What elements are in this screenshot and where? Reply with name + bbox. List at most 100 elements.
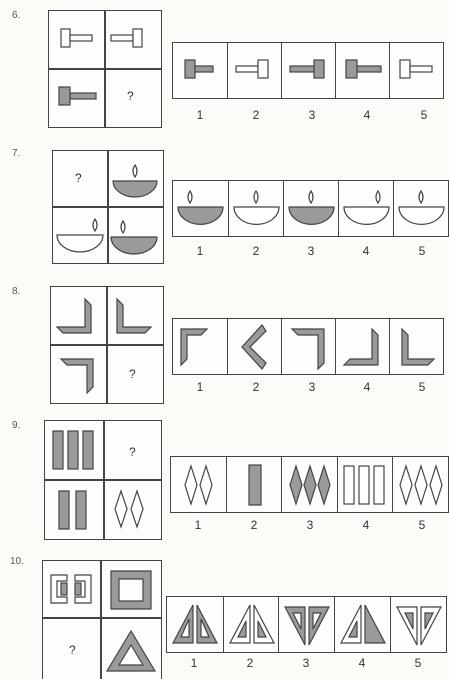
option-label: 2 (240, 656, 260, 670)
option-5[interactable] (389, 319, 444, 374)
question-number: 10. (10, 556, 24, 567)
diamonds-icon (282, 457, 338, 512)
frame-shapes (43, 561, 161, 679)
option-4[interactable] (334, 597, 391, 652)
hammer-icon (282, 43, 336, 98)
missing-cell-question-mark: ? (127, 89, 134, 103)
question-number: 6. (12, 10, 20, 21)
option-5[interactable] (392, 457, 449, 512)
option-label: 1 (188, 518, 208, 532)
option-5[interactable] (390, 597, 447, 652)
option-2[interactable] (227, 43, 282, 98)
lamp-icon (394, 181, 449, 236)
question-number: 7. (12, 148, 20, 159)
option-3[interactable] (283, 181, 339, 236)
option-3[interactable] (281, 319, 336, 374)
inverted-split-triangle-icon (279, 597, 335, 652)
corner-icon (390, 319, 444, 374)
option-label: 4 (357, 380, 377, 394)
lamp-icon (173, 181, 228, 236)
missing-cell-question-mark: ? (129, 367, 136, 381)
option-label: 3 (302, 108, 322, 122)
option-label: 3 (302, 380, 322, 394)
option-label: 4 (352, 656, 372, 670)
option-1[interactable] (173, 181, 228, 236)
option-label: 2 (246, 244, 266, 258)
question-number: 8. (12, 286, 20, 297)
option-1[interactable] (167, 597, 223, 652)
option-label: 2 (244, 518, 264, 532)
question-7-options (172, 180, 449, 237)
split-triangle-icon (224, 597, 279, 652)
question-6-grid: ? (48, 10, 162, 128)
option-3[interactable] (278, 597, 335, 652)
option-label: 5 (414, 108, 434, 122)
option-label: 5 (408, 656, 428, 670)
missing-cell-question-mark: ? (129, 445, 136, 459)
diamonds-icon (171, 457, 226, 512)
option-label: 4 (356, 518, 376, 532)
split-triangle-icon (167, 597, 223, 652)
option-label: 3 (296, 656, 316, 670)
hammer-shapes (49, 11, 161, 127)
bar-icon (227, 457, 282, 512)
corner-shapes (51, 287, 163, 403)
option-label: 1 (184, 656, 204, 670)
option-label: 4 (356, 244, 376, 258)
option-label: 1 (190, 244, 210, 258)
option-label: 3 (301, 244, 321, 258)
lamp-icon (339, 181, 394, 236)
option-2[interactable] (228, 181, 284, 236)
question-9-options (170, 456, 449, 513)
lamp-icon (229, 181, 284, 236)
option-label: 1 (190, 108, 210, 122)
option-4[interactable] (335, 43, 390, 98)
option-4[interactable] (335, 319, 390, 374)
option-2[interactable] (226, 457, 282, 512)
question-10-grid: ? (42, 560, 162, 679)
lamp-icon (284, 181, 339, 236)
corner-icon (282, 319, 336, 374)
split-triangle-icon (335, 597, 391, 652)
hammer-icon (173, 43, 227, 98)
option-label: 5 (412, 244, 432, 258)
option-label: 5 (412, 518, 432, 532)
option-3[interactable] (281, 43, 336, 98)
option-5[interactable] (393, 181, 449, 236)
bars-icon (338, 457, 393, 512)
option-2[interactable] (227, 319, 282, 374)
question-8-options (172, 318, 444, 375)
missing-cell-question-mark: ? (75, 171, 82, 185)
question-10-options (166, 596, 447, 653)
hammer-icon (336, 43, 390, 98)
question-7-grid: ? (52, 150, 164, 264)
question-number: 9. (12, 420, 20, 431)
option-1[interactable] (173, 43, 227, 98)
option-label: 1 (190, 380, 210, 394)
question-9-grid: ? (44, 420, 162, 540)
option-label: 5 (412, 380, 432, 394)
hammer-icon (228, 43, 282, 98)
option-4[interactable] (338, 181, 394, 236)
chevron-icon (228, 319, 282, 374)
diamonds-icon (393, 457, 449, 512)
lamp-shapes (53, 151, 163, 263)
option-label: 3 (300, 518, 320, 532)
option-label: 2 (246, 108, 266, 122)
missing-cell-question-mark: ? (69, 643, 76, 657)
option-label: 2 (246, 380, 266, 394)
corner-icon (173, 319, 227, 374)
question-8-grid: ? (50, 286, 164, 404)
question-6-options (172, 42, 444, 99)
corner-icon (336, 319, 390, 374)
option-1[interactable] (171, 457, 226, 512)
option-label: 4 (357, 108, 377, 122)
option-3[interactable] (281, 457, 338, 512)
option-4[interactable] (337, 457, 393, 512)
option-5[interactable] (389, 43, 444, 98)
inverted-split-triangle-icon (391, 597, 447, 652)
hammer-icon (390, 43, 444, 98)
option-2[interactable] (223, 597, 279, 652)
bar-and-diamond-shapes (45, 421, 161, 539)
option-1[interactable] (173, 319, 227, 374)
